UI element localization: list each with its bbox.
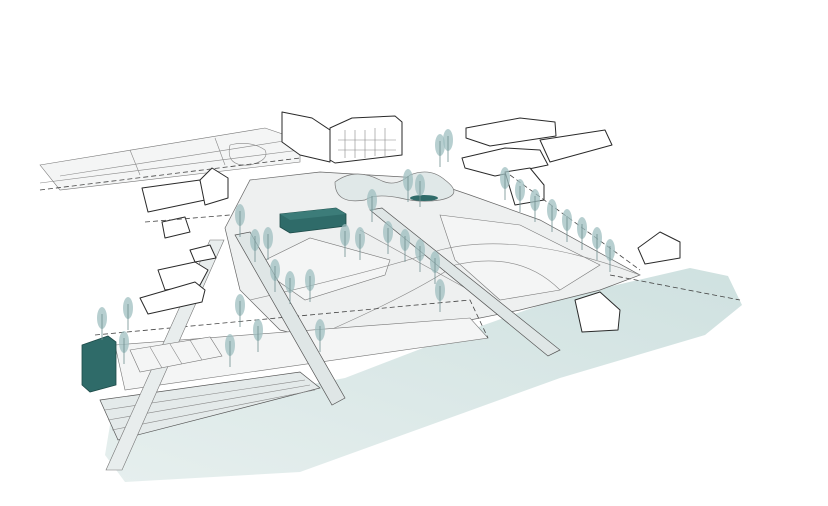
tree-icon [500, 167, 510, 200]
tree-icon [340, 224, 350, 257]
tree-icon [415, 239, 425, 272]
tree-icon [435, 279, 445, 312]
tree-icon [435, 134, 445, 167]
tree-icon [403, 169, 413, 202]
tree-icon [367, 189, 377, 222]
diagonal-walkway [234, 231, 346, 406]
tree-icon [285, 271, 295, 304]
tree-icon [547, 199, 557, 232]
tree-icon [605, 239, 615, 272]
tree-icon [530, 189, 540, 222]
sports-courts [129, 336, 223, 373]
tree-icon [263, 227, 273, 260]
tree-icon [515, 179, 525, 212]
tree-icon [235, 204, 245, 237]
tree-icon [253, 319, 263, 352]
tree-icon [225, 334, 235, 367]
tree-icon [400, 229, 410, 262]
fountain [410, 195, 438, 201]
accent-hall [279, 207, 347, 234]
tree-icon [235, 294, 245, 327]
tree-icon [562, 209, 572, 242]
houses [139, 117, 681, 333]
tree-icon [592, 227, 602, 260]
tree-icon [97, 307, 107, 340]
tree-icon [383, 221, 393, 254]
tree-icon [443, 129, 453, 162]
tree-icon [415, 174, 425, 207]
quay-steps [99, 371, 321, 441]
tree-icon [315, 319, 325, 352]
tree-icon [123, 297, 133, 330]
trees [97, 129, 615, 367]
tree-icon [270, 259, 280, 292]
tree-icon [250, 229, 260, 262]
tree-icon [355, 227, 365, 260]
tree-icon [577, 217, 587, 250]
tree-icon [430, 251, 440, 284]
tree-icon [119, 331, 129, 364]
tree-icon [305, 269, 315, 302]
accent-tower [81, 335, 117, 393]
chateau [281, 111, 403, 164]
